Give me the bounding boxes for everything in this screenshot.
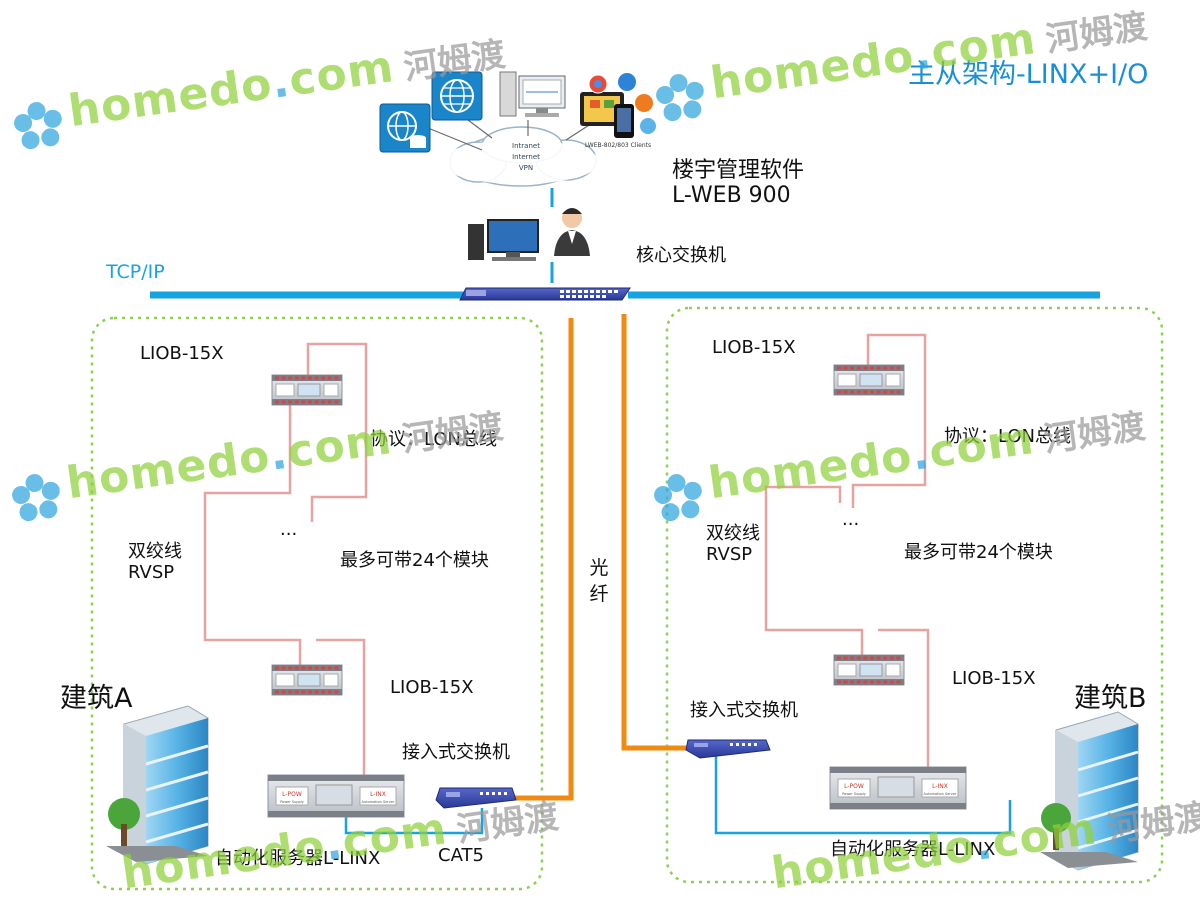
cloud-text-2: Internet (512, 153, 540, 161)
pow-label-b: L-POW (844, 783, 864, 790)
building-b-icon (1040, 711, 1139, 871)
operator-icon (554, 208, 590, 256)
fiber-line-b (621, 314, 690, 751)
liob-module-a-bottom (271, 664, 343, 696)
linx-label-a: L-INX (370, 791, 386, 798)
firefox-icon (635, 94, 653, 112)
building-a-icon (106, 705, 209, 865)
cable-b-label: 双绞线 RVSP (706, 523, 760, 565)
fiber-label: 光 纤 (589, 557, 609, 605)
clients-caption: LWEB-802/803 Clients (585, 142, 651, 149)
database-server-icon (379, 103, 431, 153)
building-a-name: 建筑A (60, 683, 133, 714)
liob-module-b-top (833, 364, 905, 396)
twisted-pair-b (764, 333, 930, 770)
fiber-line-a (512, 318, 574, 801)
desktop-client-icon (499, 71, 566, 117)
server-link-b (714, 752, 1012, 835)
core-switch-icon (459, 287, 631, 301)
workstation-icon (468, 219, 539, 261)
automation-server-b: L-POW Power Supply L-INX Automation Serv… (829, 766, 967, 810)
access-switch-a-icon (435, 787, 517, 809)
max-modules-b-label: 最多可带24个模块 (904, 542, 1053, 563)
pow-sub-a: Power Supply (280, 800, 304, 804)
protocol-b-label: 协议：LON总线 (944, 426, 1072, 447)
linx-sub-b: Automation Server (924, 792, 958, 796)
liob-module-a-top (271, 374, 343, 406)
diagram-title: 主从架构-LINX+I/O (908, 59, 1149, 90)
building-a-zone (90, 316, 544, 891)
ie-icon (618, 73, 636, 91)
cat5-label: CAT5 (438, 845, 484, 866)
tcpip-label: TCP/IP (106, 261, 165, 283)
linx-label-b: L-INX (932, 783, 948, 790)
cat5-link-a (344, 808, 484, 835)
server-b-label: 自动化服务器L-LINX (830, 839, 996, 860)
ellipsis-b: ... (842, 509, 860, 530)
protocol-a-label: 协议：LON总线 (370, 429, 498, 450)
ellipsis-a: ... (280, 519, 298, 540)
core-switch-label: 核心交换机 (636, 245, 726, 266)
cable-a-label: 双绞线 RVSP (128, 541, 182, 583)
access-switch-a-label: 接入式交换机 (402, 742, 510, 763)
cloud-text-1: Intranet (512, 142, 540, 150)
access-switch-b-icon (685, 739, 771, 759)
module-b-bottom-label: LIOB-15X (952, 668, 1036, 689)
building-b-zone (665, 306, 1164, 884)
cloud-icon: Intranet Internet VPN (440, 126, 600, 187)
automation-server-a: L-POW Power Supply L-INX Automation Serv… (267, 774, 405, 818)
twisted-pair-a (203, 342, 368, 778)
web-server-icon (431, 71, 483, 121)
module-a-top-label: LIOB-15X (140, 343, 224, 364)
max-modules-a-label: 最多可带24个模块 (340, 550, 489, 571)
liob-module-b-bottom (833, 654, 905, 686)
module-b-top-label: LIOB-15X (712, 337, 796, 358)
pow-sub-b: Power Supply (842, 792, 866, 796)
building-b-name: 建筑B (1074, 683, 1147, 714)
cloud-text-3: VPN (519, 164, 533, 172)
software-label: 楼宇管理软件 L-WEB 900 (672, 158, 805, 209)
safari-icon (640, 118, 656, 134)
access-switch-b-label: 接入式交换机 (690, 700, 798, 721)
pow-label-a: L-POW (282, 791, 302, 798)
linx-sub-a: Automation Server (362, 800, 396, 804)
server-a-label: 自动化服务器L-LINX (215, 848, 381, 869)
phone-icon (614, 104, 634, 138)
module-a-bottom-label: LIOB-15X (390, 677, 474, 698)
